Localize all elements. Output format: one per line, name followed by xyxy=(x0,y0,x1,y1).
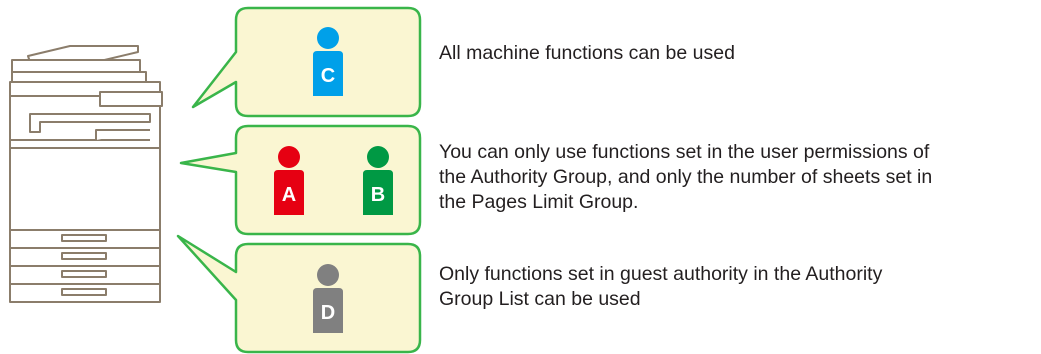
user-b-head xyxy=(367,146,389,168)
description-group-access: You can only use functions set in the us… xyxy=(439,140,932,215)
user-d-body xyxy=(313,288,343,333)
bubble-guest-access xyxy=(176,234,422,354)
user-a-head xyxy=(278,146,300,168)
user-a-letter: A xyxy=(282,184,296,206)
description-guest-access-line-2: Group List can be used xyxy=(439,288,641,310)
description-guest-access: Only functions set in guest authority in… xyxy=(439,262,882,312)
user-b-icon: B xyxy=(363,146,393,215)
user-d-head xyxy=(317,264,339,286)
user-a-body xyxy=(274,170,304,215)
user-c-head xyxy=(317,27,339,49)
user-d-icon: D xyxy=(313,264,343,333)
user-b-body xyxy=(363,170,393,215)
description-group-access-line-1: You can only use functions set in the us… xyxy=(439,141,930,163)
description-full-access-line: All machine functions can be used xyxy=(439,42,735,64)
user-b-letter: B xyxy=(371,184,385,206)
description-group-access-line-2: the Authority Group, and only the number… xyxy=(439,166,933,188)
user-c-letter: C xyxy=(321,65,335,87)
user-c-icon: C xyxy=(313,27,343,96)
description-full-access: All machine functions can be used xyxy=(439,41,735,66)
bubble-full-access xyxy=(191,6,422,118)
user-d-letter: D xyxy=(321,302,335,324)
multifunction-printer-icon xyxy=(9,45,163,303)
description-guest-access-line-1: Only functions set in guest authority in… xyxy=(439,263,883,285)
description-group-access-line-3: the Pages Limit Group. xyxy=(439,191,639,213)
user-a-icon: A xyxy=(274,146,304,215)
user-c-body xyxy=(313,51,343,96)
